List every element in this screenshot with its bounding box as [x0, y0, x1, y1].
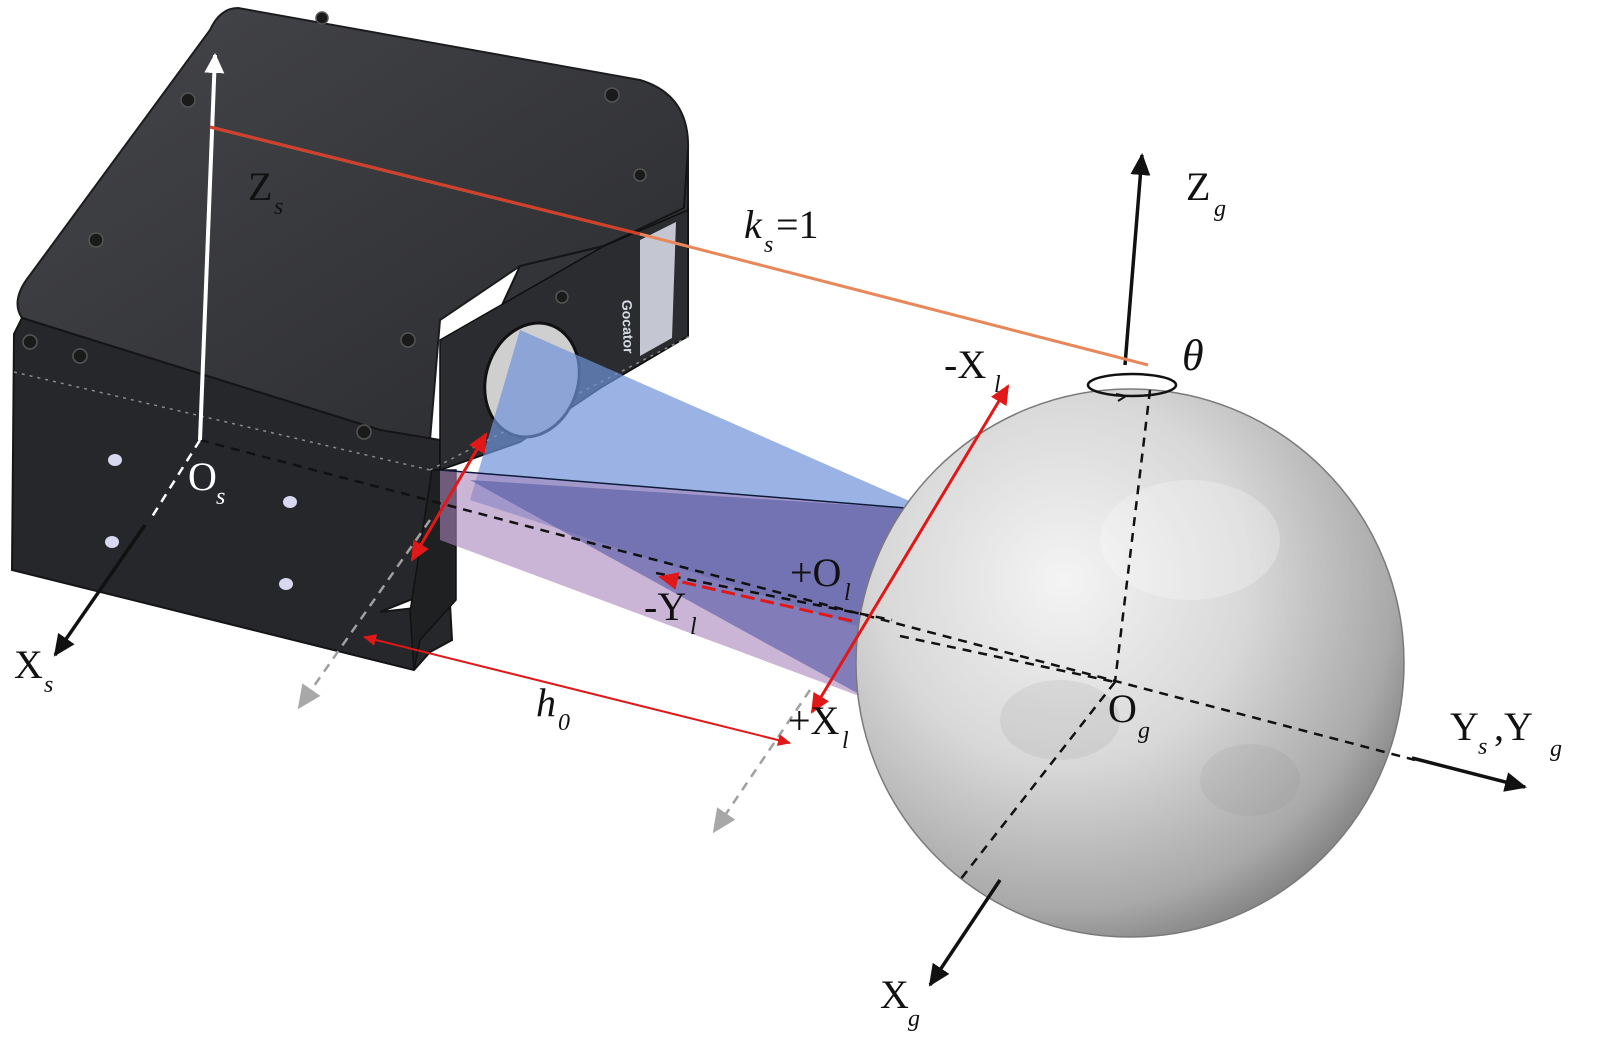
svg-text:l: l	[844, 580, 851, 606]
xs-axis	[53, 524, 147, 657]
svg-text:,Y: ,Y	[1494, 704, 1533, 749]
theta-rotation-arrow	[1086, 372, 1178, 402]
zg-axis	[1123, 153, 1151, 366]
svg-text:s: s	[1478, 734, 1487, 760]
svg-text:Z: Z	[248, 164, 272, 209]
svg-text:s: s	[44, 672, 53, 698]
label-plus-ol: +O l	[790, 550, 851, 606]
xg-axis	[928, 879, 1002, 987]
svg-text:+X: +X	[788, 698, 840, 743]
zs-axis	[198, 53, 225, 441]
sensor-screws	[22, 11, 647, 440]
svg-text:g: g	[908, 1006, 920, 1032]
label-theta: θ	[1182, 331, 1204, 380]
label-minus-yl: -Y l	[644, 584, 697, 640]
label-zs: Z s	[248, 164, 283, 220]
label-xs: X s	[14, 642, 53, 698]
minus-yl-arrow	[658, 572, 853, 623]
h0-dimension	[363, 634, 791, 746]
gocator-logo: Gocator	[619, 222, 676, 356]
label-og: O g	[1108, 686, 1150, 744]
sensor-window-dimension	[410, 432, 488, 562]
label-os: O s	[188, 454, 225, 510]
svg-text:X: X	[880, 972, 909, 1017]
sphere	[855, 388, 1405, 938]
svg-text:+O: +O	[790, 550, 841, 595]
ysyg-axis	[1411, 756, 1527, 792]
svg-text:O: O	[1108, 686, 1137, 731]
svg-text:l: l	[690, 614, 697, 640]
svg-text:l: l	[842, 728, 849, 754]
svg-text:-Y: -Y	[644, 584, 686, 629]
svg-text:s: s	[274, 194, 283, 220]
svg-text:Z: Z	[1186, 164, 1210, 209]
label-minus-xl: -X l	[944, 342, 1001, 398]
label-xg: X g	[880, 972, 920, 1032]
svg-text:0: 0	[558, 710, 570, 736]
label-ks: k s =1	[744, 202, 819, 258]
label-h0: h 0	[536, 680, 570, 736]
svg-text:Y: Y	[1450, 704, 1479, 749]
svg-text:k: k	[744, 202, 763, 247]
laser-line-length	[810, 384, 1010, 714]
grey-projection-lines	[297, 519, 812, 834]
svg-text:s: s	[764, 232, 773, 258]
sensor-holes	[105, 454, 297, 590]
zg-dashed-axis	[1113, 389, 1152, 683]
svg-text:g: g	[1138, 718, 1150, 744]
ys-dashed-axis	[199, 438, 1416, 762]
label-ys-yg: Y s ,Y g	[1450, 704, 1562, 762]
svg-text:h: h	[536, 680, 556, 725]
svg-text:=1: =1	[776, 202, 819, 247]
axes	[53, 53, 1527, 987]
laser-sensor: Gocator	[10, 6, 691, 672]
svg-text:g: g	[1550, 736, 1562, 762]
red-dimensions	[363, 384, 1010, 746]
label-zg: Z g	[1186, 164, 1226, 222]
sphere-body	[855, 388, 1405, 938]
label-plus-xl: +X l	[788, 698, 849, 754]
svg-text:X: X	[14, 642, 43, 687]
svg-text:s: s	[216, 484, 225, 510]
svg-text:l: l	[994, 372, 1001, 398]
xg-dashed-axis	[959, 681, 1116, 881]
svg-text:g: g	[1214, 196, 1226, 222]
svg-text:-X: -X	[944, 342, 986, 387]
svg-text:O: O	[188, 454, 217, 499]
svg-text:Gocator: Gocator	[619, 300, 637, 355]
